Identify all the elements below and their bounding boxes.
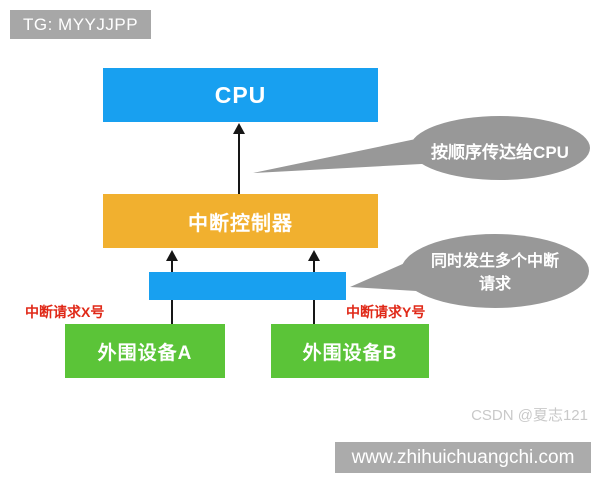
label-interrupt-request-x: 中断请求X号 — [25, 304, 105, 320]
node-device-a: 外围设备A — [65, 324, 225, 378]
speech-bubble-simultaneous-line1: 同时发生多个中断 — [430, 253, 559, 270]
speech-bubble-simultaneous-line2: 请求 — [478, 276, 511, 293]
csdn-watermark: CSDN @夏志121 — [471, 407, 588, 424]
connector-bus-controller-right — [313, 260, 315, 272]
arrow-up-icon — [308, 250, 320, 261]
connector-device-b-bus — [313, 300, 315, 324]
arrow-up-icon — [233, 123, 245, 134]
node-cpu: CPU — [103, 68, 378, 122]
node-device-b: 外围设备B — [271, 324, 429, 378]
interrupt-bus-bar — [149, 272, 346, 300]
arrow-up-icon — [166, 250, 178, 261]
speech-bubble-simultaneous-text: 同时发生多个中断 请求 — [405, 250, 585, 296]
connector-device-a-bus — [171, 300, 173, 324]
speech-bubble-order-text: 按顺序传达给CPU — [431, 143, 569, 162]
tg-badge: TG: MYYJJPP — [10, 10, 151, 39]
footer-url-bar: www.zhihuichuangchi.com — [335, 442, 591, 473]
label-interrupt-request-y: 中断请求Y号 — [346, 304, 426, 320]
node-interrupt-controller: 中断控制器 — [103, 194, 378, 248]
connector-bus-controller-left — [171, 260, 173, 272]
connector-controller-cpu — [238, 133, 240, 194]
